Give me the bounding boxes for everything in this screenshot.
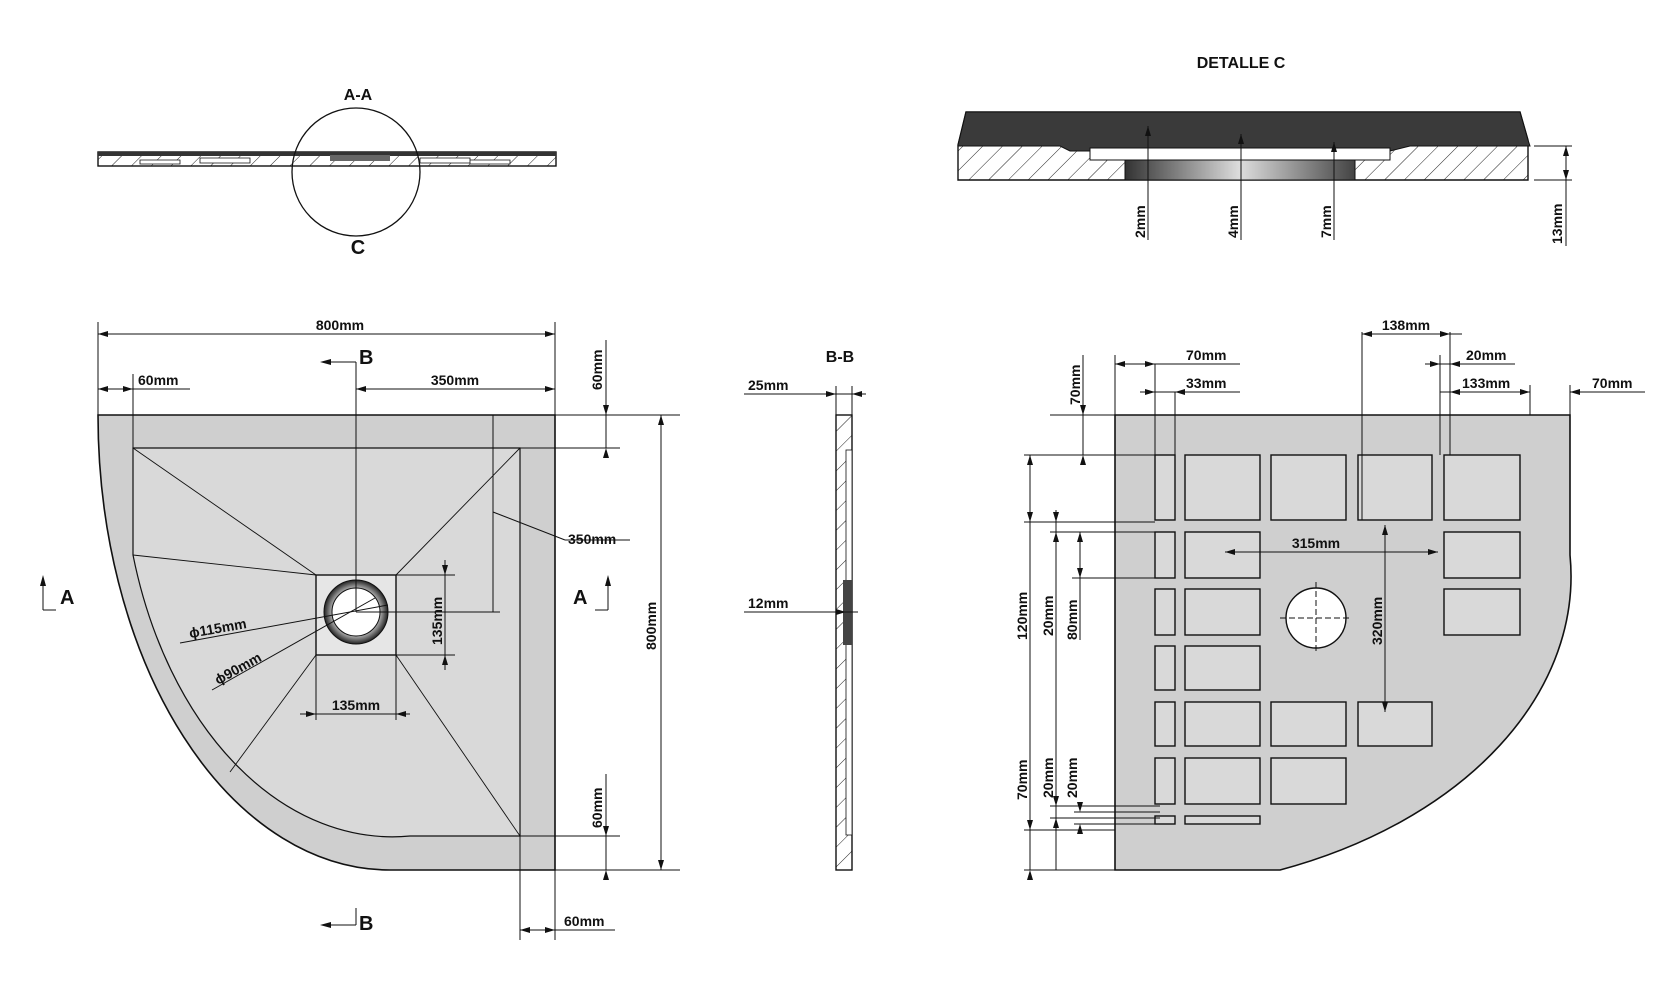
bottom-dim-cell-right: 133mm <box>1462 375 1510 391</box>
rib-cell-6 <box>1184 531 1261 579</box>
section-aa-drain <box>330 155 390 161</box>
rib-cell-0 <box>1154 454 1176 521</box>
bottom-view: 70mm 33mm 138mm 20mm 133mm 70mm 315mm 32… <box>1014 317 1645 880</box>
bottom-dim-margin-left: 70mm <box>1186 347 1226 363</box>
bottom-dim-top-margin: 70mm <box>1067 365 1083 405</box>
detail-c-circle <box>291 107 421 237</box>
detail-c-dim-7mm: 7mm <box>1318 205 1334 238</box>
bottom-dim-cell-gap: 33mm <box>1186 375 1226 391</box>
bottom-dim-bottom-margin: 70mm <box>1014 760 1030 800</box>
section-a-left-marker: A <box>60 587 74 609</box>
detail-c-dim-13mm: 13mm <box>1549 204 1565 244</box>
bottom-dim-horizontal: 315mm <box>1292 535 1340 551</box>
bottom-dim-rib-left: 20mm <box>1040 596 1056 636</box>
section-aa-title: A-A <box>344 87 373 104</box>
bottom-dim-cell-h: 80mm <box>1064 600 1080 640</box>
rib-cell-18 <box>1184 757 1261 805</box>
drain-size-y: 135mm <box>429 597 445 645</box>
rib-cell-1 <box>1184 454 1261 521</box>
detail-c-title: DETALLE C <box>1197 55 1286 72</box>
bottom-dim-bottom-rib-1: 20mm <box>1040 758 1056 798</box>
top-view-border-right: 60mm <box>564 913 604 929</box>
rib-cell-9 <box>1184 588 1261 636</box>
bottom-dim-bottom-rib-2: 20mm <box>1064 758 1080 798</box>
rib-cell-13 <box>1154 701 1176 747</box>
top-view-border-left: 60mm <box>138 372 178 388</box>
rib-cell-3 <box>1357 454 1433 521</box>
rib-cell-14 <box>1184 701 1261 747</box>
rib-cell-4 <box>1443 454 1521 521</box>
bottom-view-outline <box>1114 414 1572 871</box>
detail-c-drain-flange <box>1089 147 1391 161</box>
detail-c-dim-2mm: 2mm <box>1132 205 1148 238</box>
bottom-dim-vertical: 320mm <box>1369 597 1385 645</box>
top-view-width: 800mm <box>316 317 364 333</box>
top-view-height: 800mm <box>643 602 659 650</box>
rib-cell-15 <box>1270 701 1347 747</box>
detail-c-top-surface <box>957 111 1531 152</box>
detail-c-drain-body <box>1124 159 1356 181</box>
bottom-view-rib-cells <box>1154 454 1521 825</box>
rib-cell-19 <box>1270 757 1347 805</box>
top-view-border-bottom: 60mm <box>589 788 605 828</box>
rib-cell-12 <box>1184 645 1261 691</box>
top-view-slope-offset: 350mm <box>568 531 616 547</box>
section-bb-inner: 12mm <box>748 595 788 611</box>
section-bb-thickness: 25mm <box>748 377 788 393</box>
rib-cell-7 <box>1443 531 1521 579</box>
drain-size-x: 135mm <box>332 697 380 713</box>
top-view-border-top: 60mm <box>589 350 605 390</box>
section-bb-title: B-B <box>826 349 854 366</box>
rib-cell-17 <box>1154 757 1176 805</box>
detail-c-view: DETALLE C 2mm 4mm 7mm 13mm <box>957 55 1572 246</box>
rib-cell-10 <box>1443 588 1521 636</box>
detail-c-dim-4mm: 4mm <box>1225 205 1241 238</box>
section-b-top-marker: B <box>359 347 373 369</box>
rib-cell-20 <box>1154 815 1176 825</box>
top-view: 800mm 60mm 350mm 60mm 800mm 60mm 60mm <box>40 317 680 940</box>
section-b-bottom-marker: B <box>359 913 373 935</box>
section-aa-view: A-A C <box>97 87 557 259</box>
section-bb-view: B-B 25mm 12mm <box>744 349 866 871</box>
section-a-right-marker: A <box>573 587 587 609</box>
rib-cell-2 <box>1270 454 1347 521</box>
bottom-dim-row-h: 120mm <box>1014 592 1030 640</box>
top-view-drain-offset: 350mm <box>431 372 479 388</box>
bottom-dim-cell-w: 138mm <box>1382 317 1430 333</box>
rib-cell-11 <box>1154 645 1176 691</box>
section-aa-ribs <box>139 157 511 165</box>
rib-cell-8 <box>1154 588 1176 636</box>
rib-cell-5 <box>1154 531 1176 579</box>
rib-cell-21 <box>1184 815 1261 825</box>
bottom-dim-rib: 20mm <box>1466 347 1506 363</box>
detail-c-label: C <box>351 237 365 259</box>
bottom-dim-margin-right: 70mm <box>1592 375 1632 391</box>
rib-cell-16 <box>1357 701 1433 747</box>
section-aa-top-surface <box>98 152 556 156</box>
